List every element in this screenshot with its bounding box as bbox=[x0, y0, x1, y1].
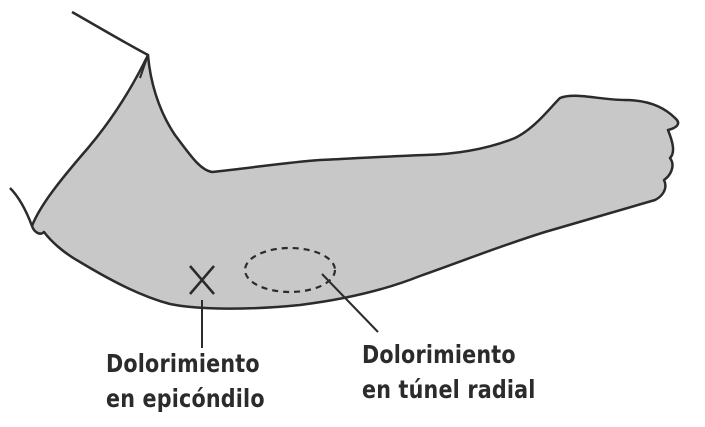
radial-tunnel-ellipse bbox=[243, 246, 337, 294]
radial-leader-line bbox=[321, 273, 379, 333]
upper-arm-line-top bbox=[71, 10, 149, 57]
radial-tunnel-label: Dolorimiento en túnel radial bbox=[362, 337, 536, 407]
elbow-crease bbox=[139, 54, 149, 79]
radial-tunnel-label-line1: Dolorimiento bbox=[362, 340, 516, 369]
upper-arm-line-bottom bbox=[9, 187, 34, 227]
epicondyle-label-line2: en epicóndilo bbox=[106, 384, 265, 413]
epicondyle-x-mark bbox=[189, 265, 215, 295]
epicondyle-label: Dolorimiento en epicóndilo bbox=[106, 346, 265, 416]
radial-tunnel-label-line2: en túnel radial bbox=[362, 375, 536, 404]
epicondyle-label-line1: Dolorimiento bbox=[106, 349, 260, 378]
arm-outline bbox=[30, 53, 680, 310]
x-mark-stroke-2 bbox=[189, 265, 215, 295]
